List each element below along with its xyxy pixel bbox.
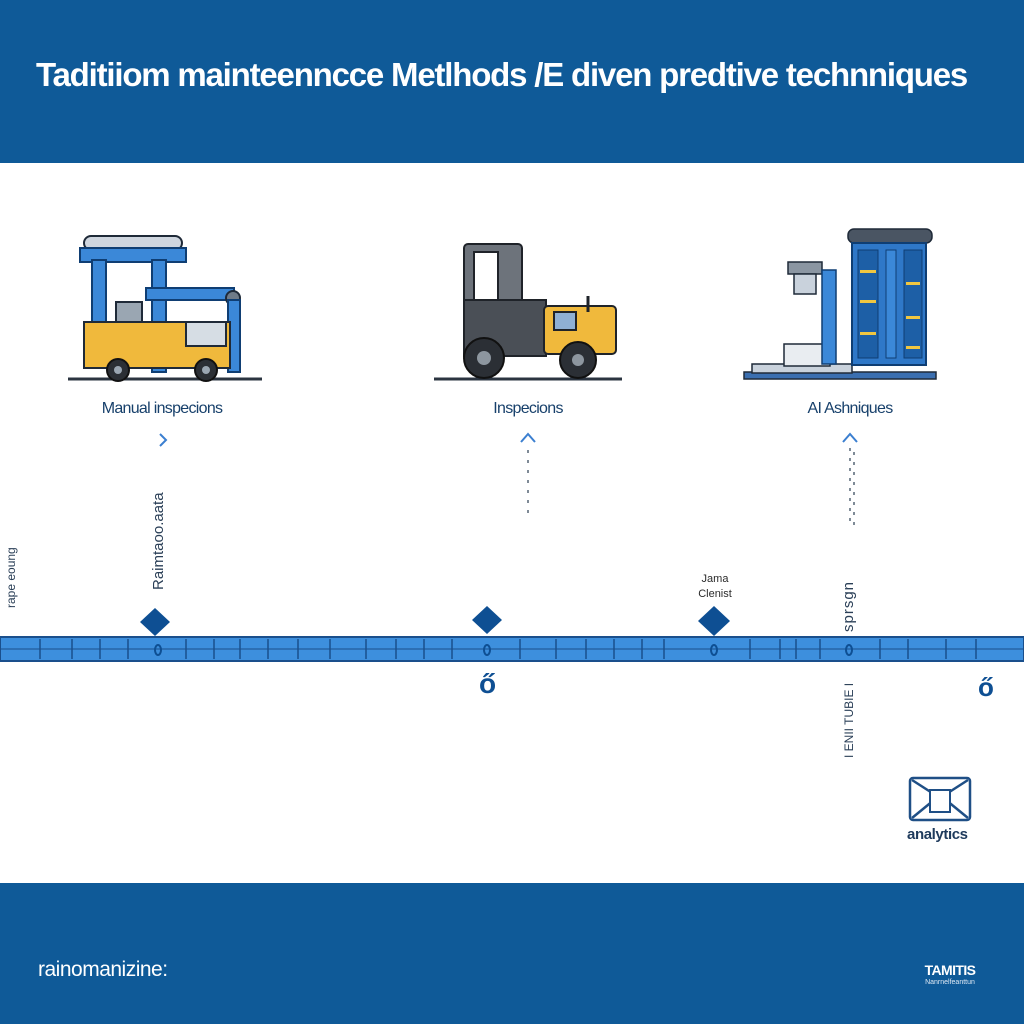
stage-label-inspections: Inspecions [493,400,563,417]
analytics-envelope-icon [908,776,972,822]
milestone-diamond [140,606,730,636]
stage3-vertical-annotation-upper: sprsgn [840,580,857,632]
dotted-connector [527,448,855,526]
left-edge-annotation: rape eoung [4,547,18,608]
timeline-node [154,644,853,656]
header-band [0,0,1024,163]
timeline-bar [0,636,1024,662]
ai-server-rack-icon [743,228,937,380]
stage-label-ai-techniques: AI Ashniques [807,400,894,417]
footer-text: rainomanizine: [38,958,168,981]
analytics-label: analytics [907,826,968,843]
logo-subtitle: Nanrnelfeanttun [925,979,975,986]
stage3-vertical-annotation-lower: I ENII TUBIE I [842,682,856,758]
stage-label-manual-inspections: Manual inspecions [101,400,223,417]
page-title: Taditiiom mainteenncce Metlhods /E diven… [36,56,968,93]
note-label-top: Jama [701,573,729,585]
footer-band [0,883,1024,1024]
chevron-up-icon [159,432,858,447]
forklift-icon [434,243,622,381]
logo-name: TAMITIS [924,962,976,978]
logo-block: TAMITIS Nanrnelfeanttun [904,922,996,992]
crane-truck-icon [68,235,262,382]
timeline-marker-glyph: ő [978,672,994,702]
timeline-marker-glyph: ő [479,668,497,699]
stage1-vertical-annotation: Raimtaoo.aata [150,492,167,590]
note-label-bottom: Clenist [698,588,732,600]
